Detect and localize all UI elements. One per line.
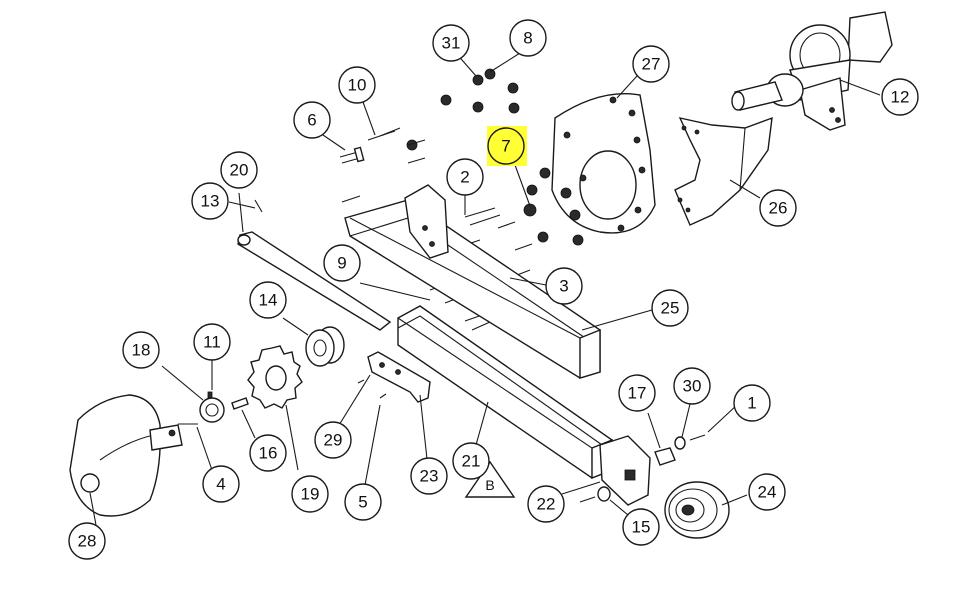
washer-bolt [674,434,706,450]
svg-text:5: 5 [358,493,367,512]
sprocket [247,345,303,409]
svg-text:24: 24 [758,483,777,502]
callout-2[interactable]: 2 [446,158,484,196]
callout-19[interactable]: 19 [291,475,329,513]
callout-16[interactable]: 16 [249,434,287,472]
callout-26[interactable]: 26 [759,189,797,227]
svg-text:14: 14 [259,291,278,310]
svg-text:2: 2 [460,168,469,187]
callout-17[interactable]: 17 [618,374,656,412]
main-beam [344,184,601,379]
svg-text:17: 17 [628,384,647,403]
svg-text:16: 16 [259,444,278,463]
callout-7[interactable]: 7 [487,126,527,166]
callout-28[interactable]: 28 [68,522,106,560]
callout-12[interactable]: 12 [881,78,919,116]
svg-text:31: 31 [442,34,461,53]
svg-text:18: 18 [132,341,151,360]
callout-5[interactable]: 5 [344,483,382,521]
svg-text:29: 29 [324,431,343,450]
svg-text:10: 10 [348,76,367,95]
tension-bracket [357,351,431,403]
svg-text:3: 3 [559,277,568,296]
bushing [305,326,345,367]
callout-9[interactable]: 9 [323,244,361,282]
callout-11[interactable]: 11 [193,323,231,361]
svg-text:30: 30 [683,377,702,396]
svg-text:15: 15 [632,518,651,537]
callout-18[interactable]: 18 [122,331,160,369]
svg-text:27: 27 [642,55,661,74]
callout-15[interactable]: 15 [622,508,660,546]
svg-text:9: 9 [337,254,346,273]
washer-15 [579,486,611,503]
callout-21[interactable]: 21 [452,442,490,480]
callout-13[interactable]: 13 [191,182,229,220]
callout-24[interactable]: 24 [748,473,786,511]
callout-29[interactable]: 29 [314,421,352,459]
auger-disc [69,394,183,517]
svg-text:8: 8 [523,29,532,48]
section-marker: B [464,460,516,498]
svg-text:22: 22 [537,495,556,514]
svg-text:13: 13 [201,192,220,211]
svg-text:26: 26 [769,199,788,218]
bearing [199,391,225,423]
svg-text:23: 23 [420,467,439,486]
svg-text:11: 11 [203,333,221,352]
lower-arm [397,305,651,506]
callout-8[interactable]: 8 [509,19,547,57]
callout-31[interactable]: 31 [432,24,470,62]
callout-22[interactable]: 22 [527,485,565,523]
parts-drawing [69,11,893,539]
nut-cluster [406,68,584,246]
callout-30[interactable]: 30 [673,367,711,405]
spacer-block [654,447,676,466]
mounting-plate [551,92,656,234]
mounting-bracket [674,116,773,226]
svg-text:19: 19 [301,485,320,504]
key-pin [231,397,249,410]
svg-text:25: 25 [661,299,680,318]
callout-4[interactable]: 4 [202,465,240,503]
svg-text:7: 7 [501,137,510,156]
svg-text:21: 21 [462,452,481,471]
callout-3[interactable]: 3 [545,267,583,305]
callouts: 1 2 3 4 5 6 7 8 9 10 11 12 13 14 15 16 1… [68,19,919,560]
leader-lines [89,51,881,526]
gearbox-assembly [731,11,893,131]
svg-text:4: 4 [216,475,225,494]
svg-text:6: 6 [307,111,316,130]
callout-14[interactable]: 14 [249,281,287,319]
svg-text:1: 1 [747,394,756,413]
callout-1[interactable]: 1 [733,384,771,422]
callout-25[interactable]: 25 [651,289,689,327]
pulley-wheel [664,481,730,539]
callout-27[interactable]: 27 [632,45,670,83]
callout-10[interactable]: 10 [338,66,376,104]
long-rod [237,199,392,331]
callout-6[interactable]: 6 [293,101,331,139]
callout-23[interactable]: 23 [410,457,448,495]
svg-text:20: 20 [230,161,249,180]
svg-text:28: 28 [78,532,97,551]
callout-20[interactable]: 20 [220,151,258,189]
section-marker-label: B [485,477,494,493]
svg-text:12: 12 [891,88,910,107]
